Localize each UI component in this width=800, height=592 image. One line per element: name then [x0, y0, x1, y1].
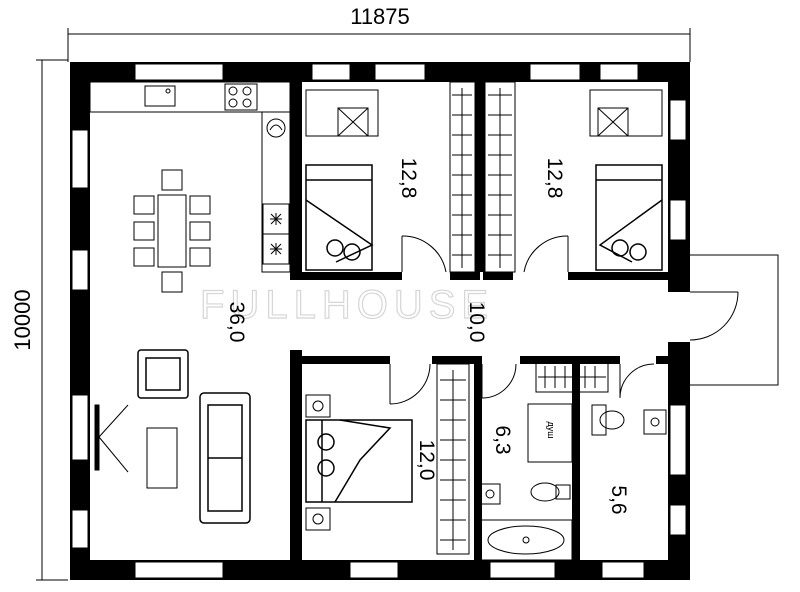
- area-bedroom-left: 12,8: [397, 158, 420, 199]
- interior-walls: [290, 82, 668, 560]
- wardrobes: [436, 81, 609, 555]
- shower-label: душ: [546, 422, 556, 439]
- wc-fixtures: [591, 404, 667, 436]
- desk-right: [589, 89, 663, 137]
- bed-right: [595, 164, 663, 271]
- sofa: [199, 392, 251, 524]
- tv-stand: [94, 404, 129, 473]
- dimension-lines: [36, 28, 691, 581]
- dining-table: [133, 169, 211, 293]
- snowflake-icon: [270, 213, 282, 255]
- hanger-marks: [440, 88, 606, 550]
- area-hall: 10,0: [465, 302, 488, 343]
- bed-left: [305, 164, 374, 271]
- bathroom-fixtures: [479, 482, 573, 561]
- door-swings: [389, 235, 655, 405]
- area-wc: 5,6: [607, 485, 630, 514]
- area-bedroom-right: 12,8: [543, 158, 566, 199]
- entrance-door: [668, 254, 779, 386]
- area-bedroom-lower: 12,0: [415, 440, 438, 481]
- kitchen-counter: [89, 81, 291, 273]
- width-dimension: 11875: [350, 4, 410, 29]
- coffee-table: [146, 427, 178, 489]
- nightstands: [305, 394, 331, 531]
- watermark: FULLHOUSE: [200, 283, 494, 327]
- area-living: 36,0: [225, 302, 248, 343]
- desk-left: [305, 89, 379, 137]
- height-dimension: 10000: [10, 289, 35, 350]
- area-bathroom: 6,3: [491, 425, 514, 454]
- shower-cabin: [527, 403, 573, 463]
- armchair: [137, 349, 189, 399]
- windows: [71, 63, 687, 579]
- bed-lower: [305, 419, 413, 503]
